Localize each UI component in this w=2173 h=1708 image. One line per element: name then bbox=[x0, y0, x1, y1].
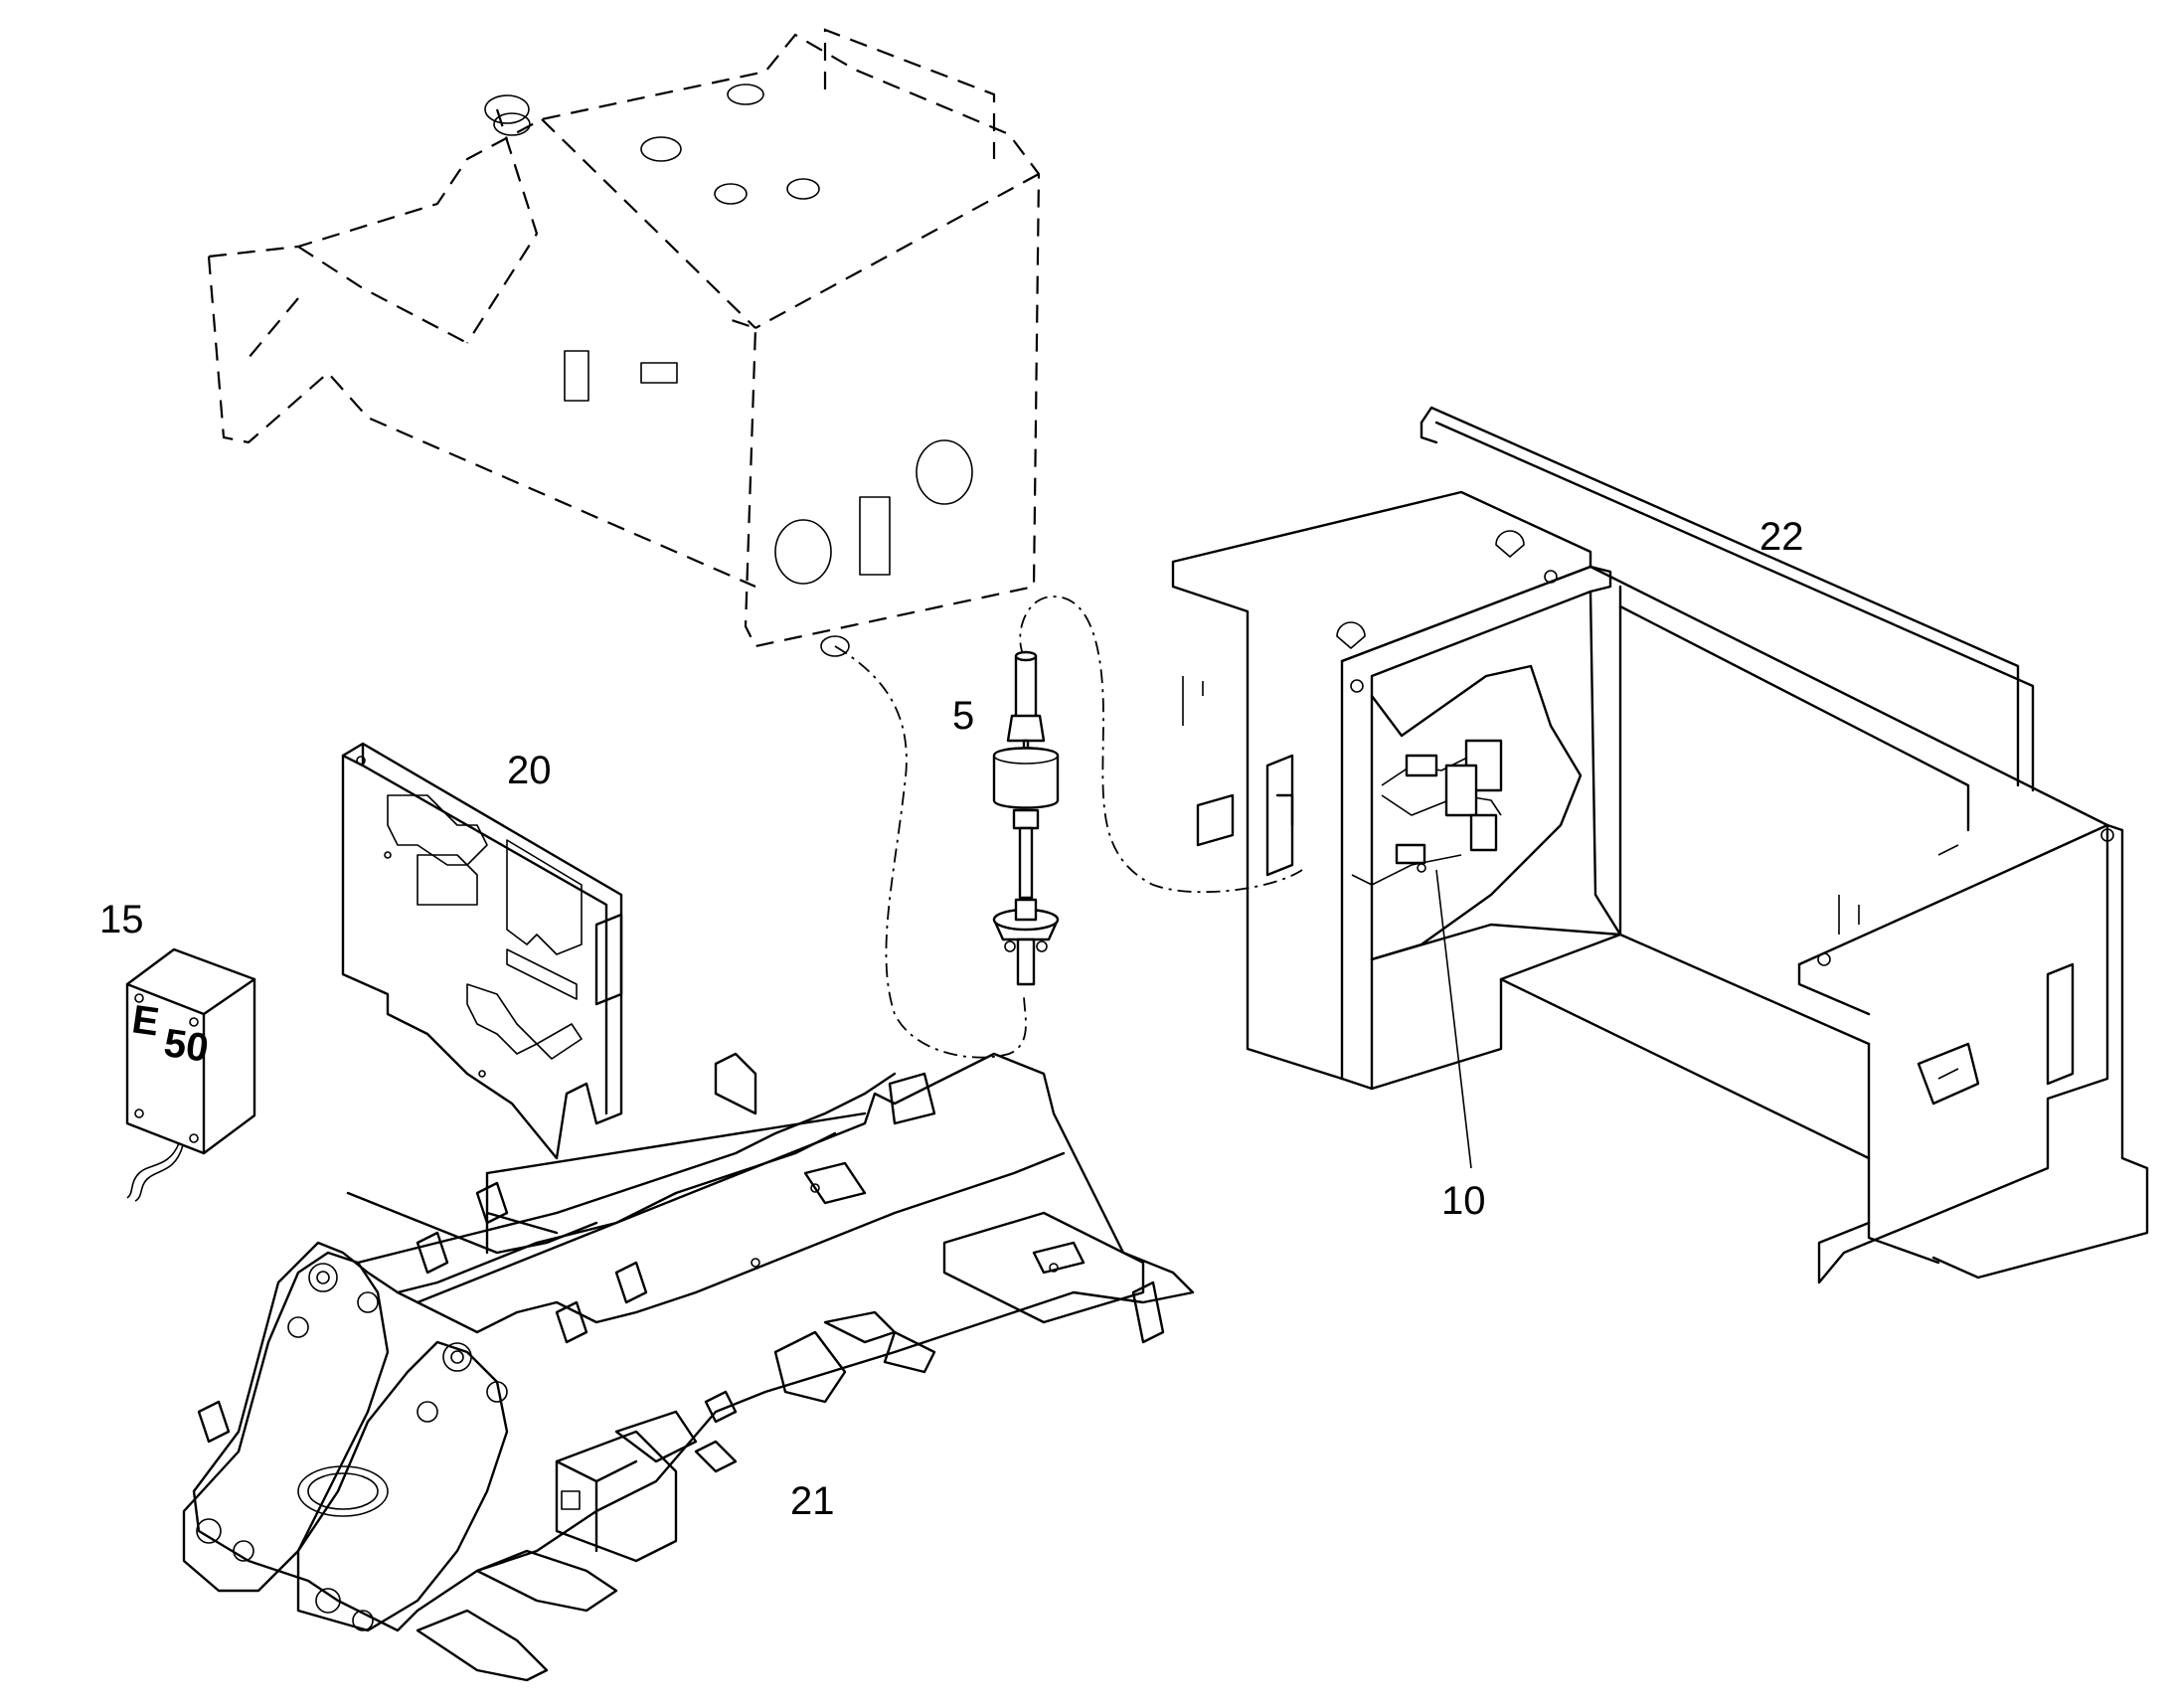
leader-line-10 bbox=[1435, 869, 1472, 1169]
part-5-shaft bbox=[992, 650, 1060, 986]
part-21-frame bbox=[182, 1052, 1195, 1682]
callout-21: 21 bbox=[790, 1479, 835, 1523]
callout-10: 10 bbox=[1441, 1179, 1486, 1223]
callout-5: 5 bbox=[952, 694, 975, 738]
callout-20: 20 bbox=[507, 749, 552, 792]
box-marking-50: 50 bbox=[161, 1021, 212, 1071]
part-20-plate bbox=[341, 742, 623, 1160]
part-22-cabinet bbox=[1171, 406, 2149, 1284]
callout-22: 22 bbox=[1759, 515, 1804, 559]
cable-route bbox=[834, 596, 1303, 1059]
phantom-housing bbox=[207, 28, 1041, 657]
part-15-box bbox=[125, 947, 256, 1202]
callout-15: 15 bbox=[99, 898, 144, 941]
